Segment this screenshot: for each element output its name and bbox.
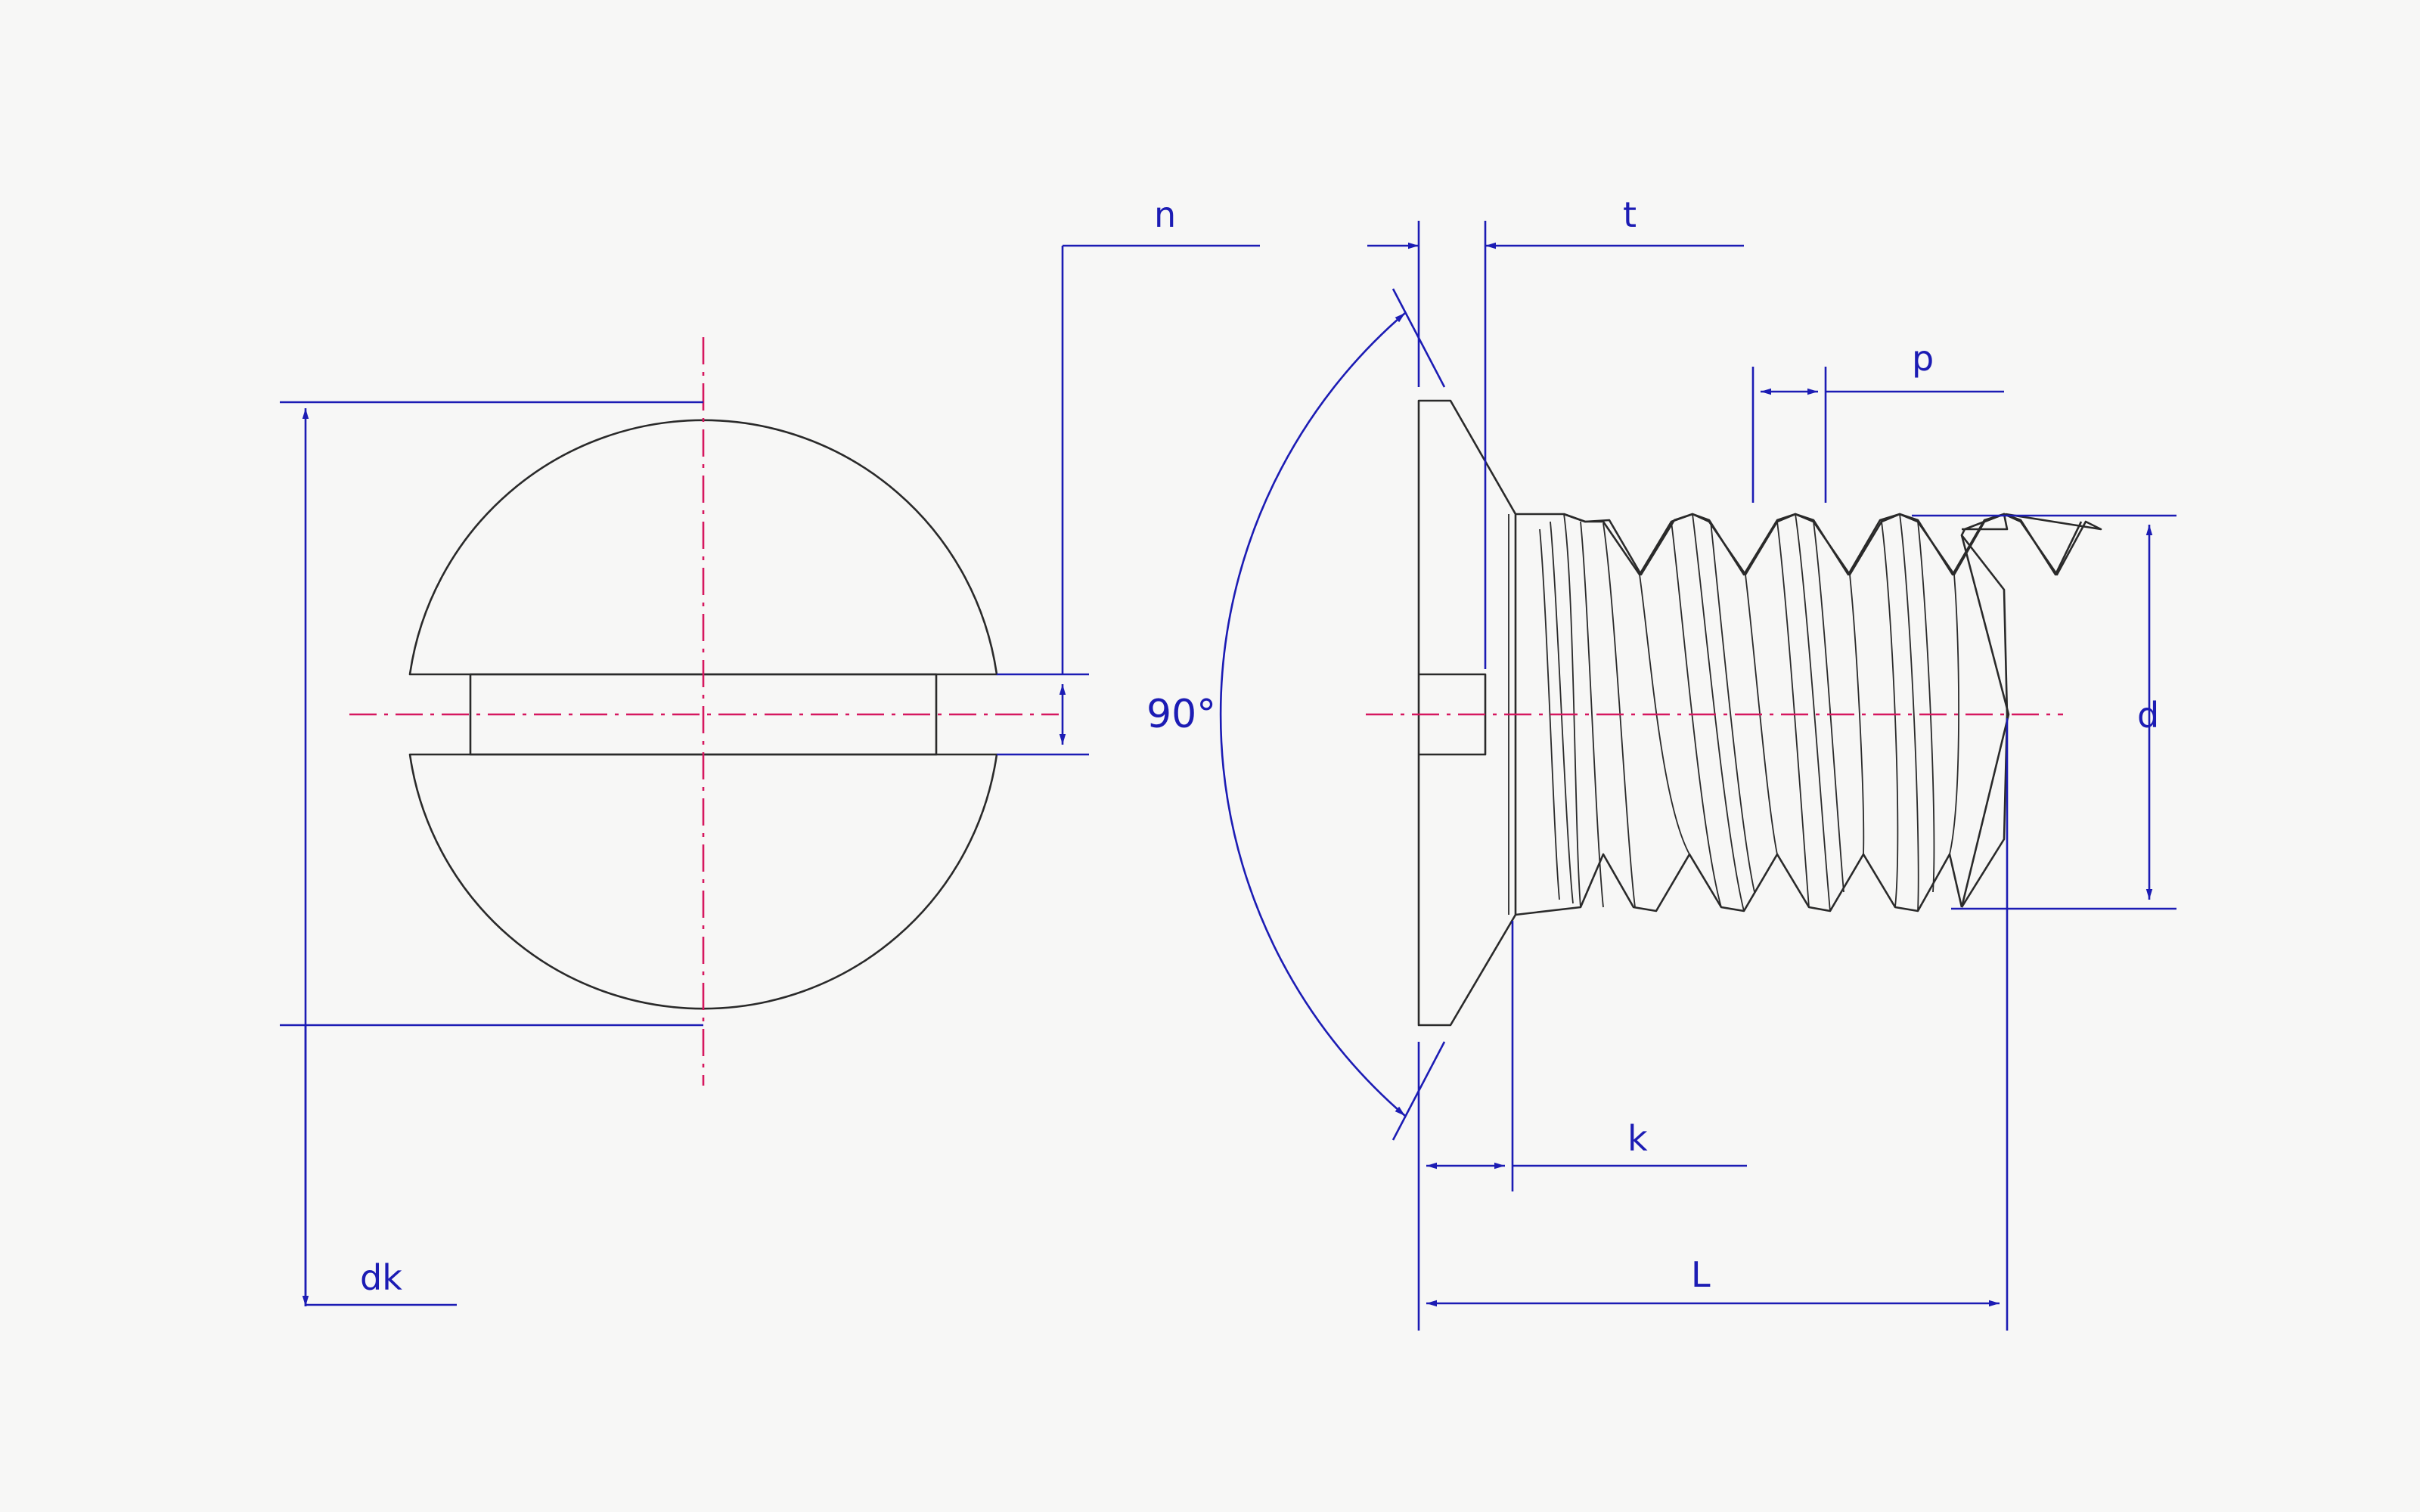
- k-dimension: k: [1417, 921, 1747, 1331]
- head-upper-arc: [408, 419, 998, 676]
- d-label: d: [2137, 695, 2159, 736]
- L-label: L: [1691, 1254, 1711, 1295]
- n-dimension: n: [997, 194, 1260, 756]
- d-dimension: d: [1912, 514, 2176, 910]
- head-lower-arc: [408, 753, 998, 1010]
- countersunk-head: [1417, 399, 1517, 1027]
- L-dimension: L: [1426, 718, 2009, 1331]
- t-label: t: [1623, 194, 1637, 235]
- p-dimension: p: [1751, 338, 2004, 503]
- n-label: n: [1154, 194, 1176, 235]
- thread-top-crests: [1563, 513, 2083, 576]
- thread-helix-lines: [1539, 513, 1959, 912]
- t-dimension: t: [1367, 194, 1744, 669]
- k-label: k: [1627, 1118, 1648, 1159]
- dk-dimension: dk: [280, 401, 703, 1306]
- thread-bottom-profile: [1515, 853, 1963, 916]
- dk-label: dk: [360, 1257, 402, 1298]
- angle-label: 90°: [1146, 692, 1216, 737]
- side-view-screw: [1417, 399, 2102, 1027]
- thread-tip-chamfer: [1960, 534, 2010, 908]
- angle-dimension: 90°: [1146, 288, 1446, 1141]
- p-label: p: [1912, 338, 1934, 379]
- thread-tip: [1960, 513, 2009, 908]
